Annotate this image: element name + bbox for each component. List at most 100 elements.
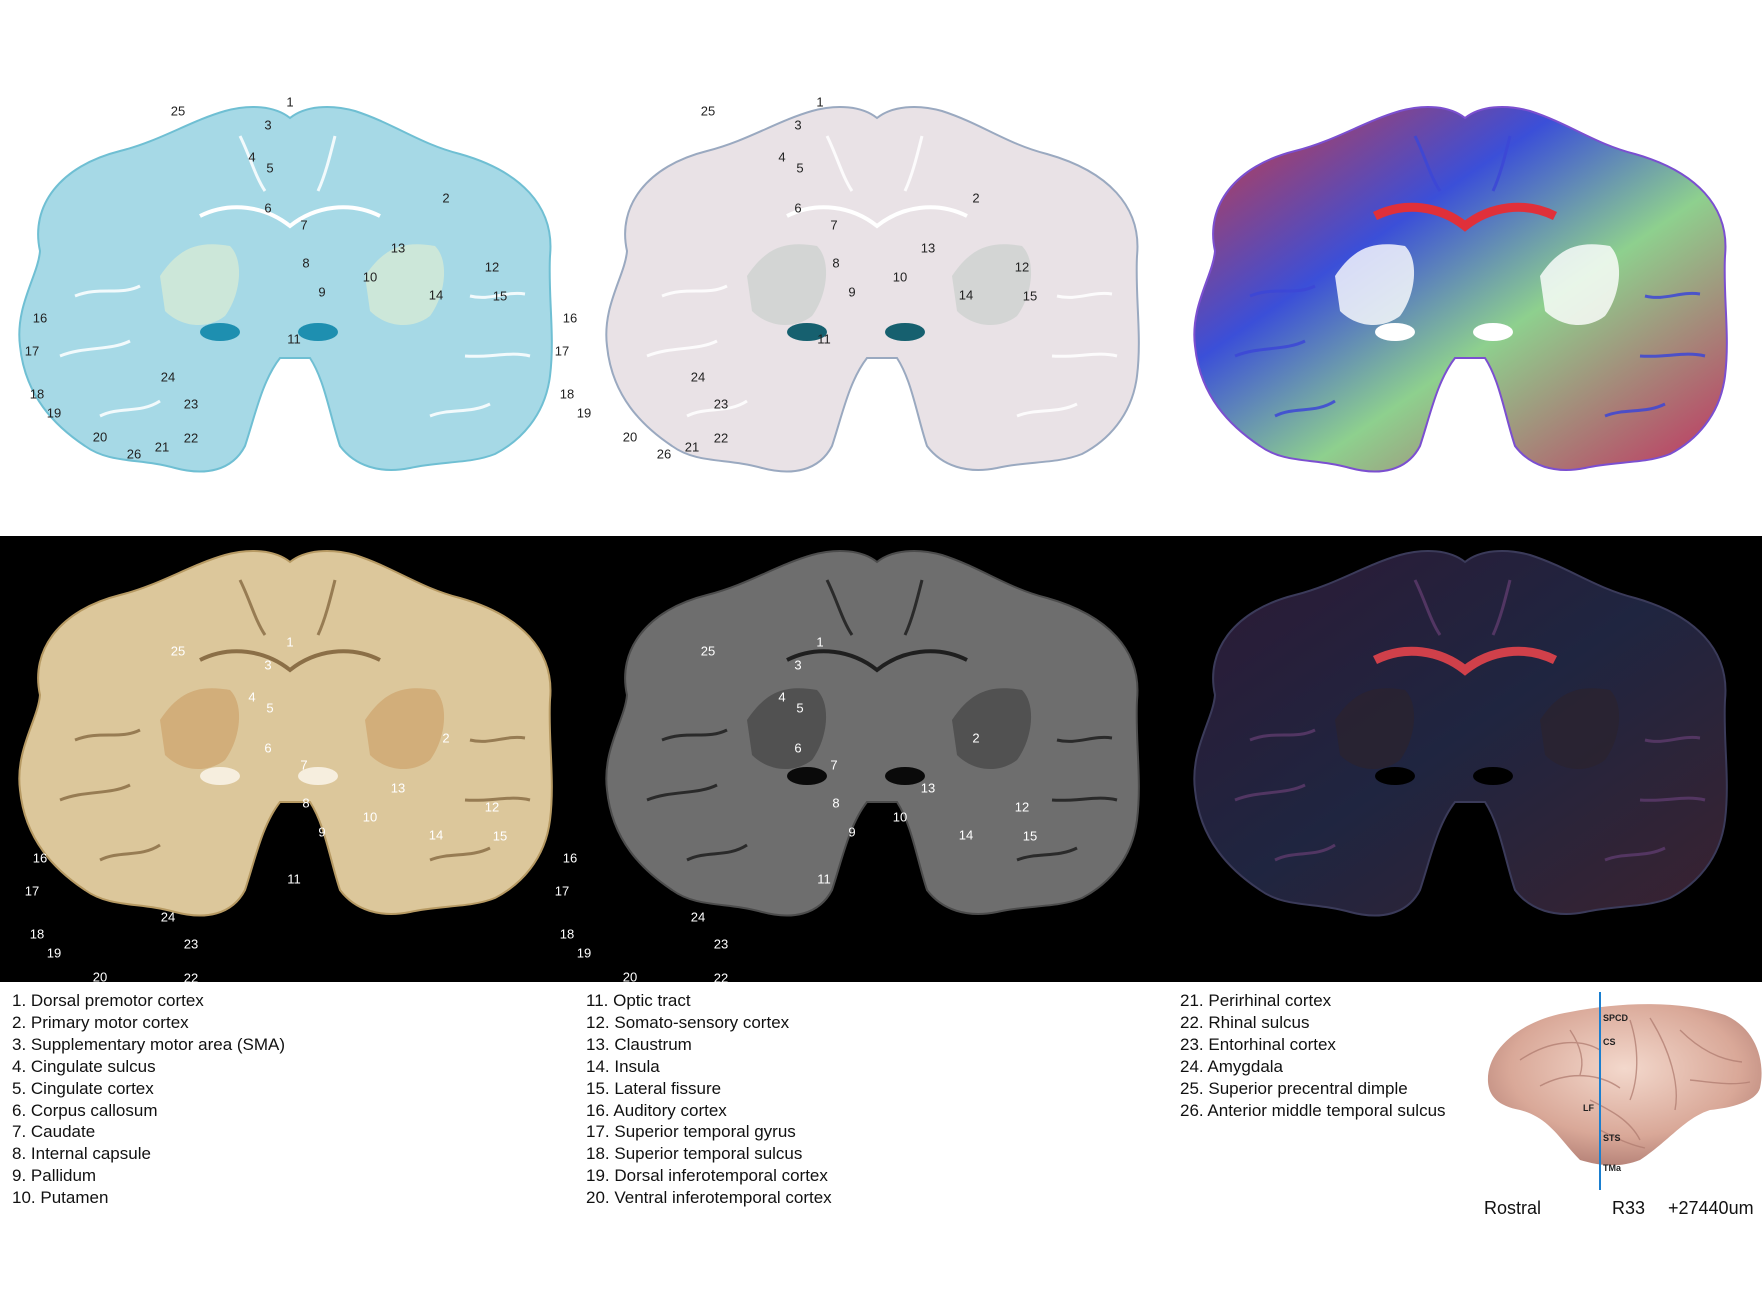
structure-label: 24 — [690, 909, 706, 925]
structure-label: 10 — [362, 809, 378, 825]
structure-label: 26 — [656, 446, 672, 462]
sulcus-line — [99, 399, 161, 418]
deep-nucleus — [1335, 688, 1415, 770]
sulcus-line — [1051, 352, 1118, 358]
brain-section-drawing — [605, 106, 1140, 473]
structure-label: 15 — [492, 288, 508, 304]
sulcus-line — [316, 579, 337, 636]
sulcus-line — [1639, 796, 1706, 802]
structure-label: 26 — [126, 446, 142, 462]
structure-label: 20 — [92, 429, 108, 445]
legend-item: 8. Internal capsule — [12, 1144, 151, 1164]
legend-item: 15. Lateral fissure — [586, 1078, 722, 1098]
structure-label: 3 — [264, 117, 272, 133]
structure-label: 15 — [1022, 288, 1038, 304]
sulcus-line — [1016, 402, 1078, 418]
structure-label: 12 — [484, 259, 500, 275]
section-outline — [1193, 106, 1728, 473]
sulcus-line — [1234, 339, 1306, 358]
structure-label: 19 — [46, 405, 62, 421]
corpus-callosum-arc — [199, 205, 381, 229]
corpus-callosum-arc — [199, 649, 381, 673]
structure-label: 18 — [559, 386, 575, 402]
ventricle — [1375, 767, 1415, 785]
sulcus-line — [1491, 135, 1512, 192]
section-outline — [605, 106, 1140, 473]
ventricle — [787, 767, 827, 785]
sulcus-line — [238, 579, 267, 636]
sulcus-line — [1274, 843, 1336, 862]
structure-label: 12 — [484, 799, 500, 815]
structure-label: 19 — [576, 405, 592, 421]
legend-item: 3. Supplementary motor area (SMA) — [12, 1034, 286, 1054]
legend-item: 25. Superior precentral dimple — [1180, 1078, 1408, 1098]
sulcus-line — [74, 728, 141, 742]
structure-label: 2 — [972, 730, 980, 746]
structure-label: 25 — [700, 643, 716, 659]
caption-rostral: Rostral — [1484, 1198, 1542, 1218]
deep-nucleus — [365, 688, 445, 770]
deep-nucleus — [952, 244, 1032, 326]
structure-label: 26 — [126, 986, 142, 1002]
structure-label: 13 — [390, 240, 406, 256]
legend-item: 13. Claustrum — [586, 1034, 692, 1054]
structure-label: 24 — [690, 369, 706, 385]
structure-label: 22 — [183, 970, 199, 986]
section-outline — [605, 550, 1140, 917]
sulcus-line — [59, 783, 131, 802]
sulcus-line — [661, 728, 728, 742]
sulcus-line — [1644, 291, 1701, 299]
sulcus-line — [825, 135, 854, 192]
corpus-callosum-arc — [1372, 646, 1558, 676]
structure-label: 9 — [318, 824, 326, 840]
structure-label: 4 — [778, 149, 786, 165]
structure-label: 3 — [794, 657, 802, 673]
structure-label: 21 — [684, 439, 700, 455]
sulcus-line — [1249, 284, 1316, 298]
ventricle — [200, 767, 240, 785]
sulcus-line — [646, 339, 718, 358]
ventricle — [885, 323, 925, 341]
sulcus-line — [464, 352, 531, 358]
brain-section-drawing — [1193, 106, 1728, 473]
structure-label: 24 — [160, 909, 176, 925]
legend-item: 18. Superior temporal sulcus — [586, 1144, 803, 1164]
sulcus-line — [686, 843, 748, 862]
structure-label: 3 — [794, 117, 802, 133]
structure-label: 3 — [264, 657, 272, 673]
lateral-brain-image — [1487, 992, 1762, 1190]
sulcus-line — [469, 291, 526, 299]
sulcus-line — [1491, 579, 1512, 636]
structure-label: 9 — [848, 824, 856, 840]
legend-item: 2. Primary motor cortex — [12, 1012, 189, 1032]
structure-label: 2 — [972, 190, 980, 206]
structure-label: 17 — [24, 883, 40, 899]
ventricle — [200, 323, 240, 341]
structure-label: 24 — [160, 369, 176, 385]
deep-nucleus — [160, 688, 240, 770]
brain-section-drawing — [18, 550, 553, 917]
deep-nucleus — [747, 244, 827, 326]
structure-label: 23 — [183, 396, 199, 412]
sulcus-line — [74, 284, 141, 298]
sulcus-line — [429, 846, 491, 862]
legend-item: 21. Perirhinal cortex — [1180, 991, 1332, 1010]
structure-label: 4 — [248, 689, 256, 705]
structure-label: 14 — [428, 287, 444, 303]
structure-label: 7 — [830, 757, 838, 773]
structure-label: 17 — [24, 343, 40, 359]
ventricle — [1473, 323, 1513, 341]
structure-label: 1 — [286, 634, 294, 650]
structure-label: 19 — [46, 945, 62, 961]
corpus-callosum-arc — [1372, 202, 1558, 232]
sulcus-line — [1413, 579, 1442, 636]
structure-label: 10 — [892, 269, 908, 285]
structure-label: 8 — [302, 795, 310, 811]
sulcus-line — [661, 284, 728, 298]
